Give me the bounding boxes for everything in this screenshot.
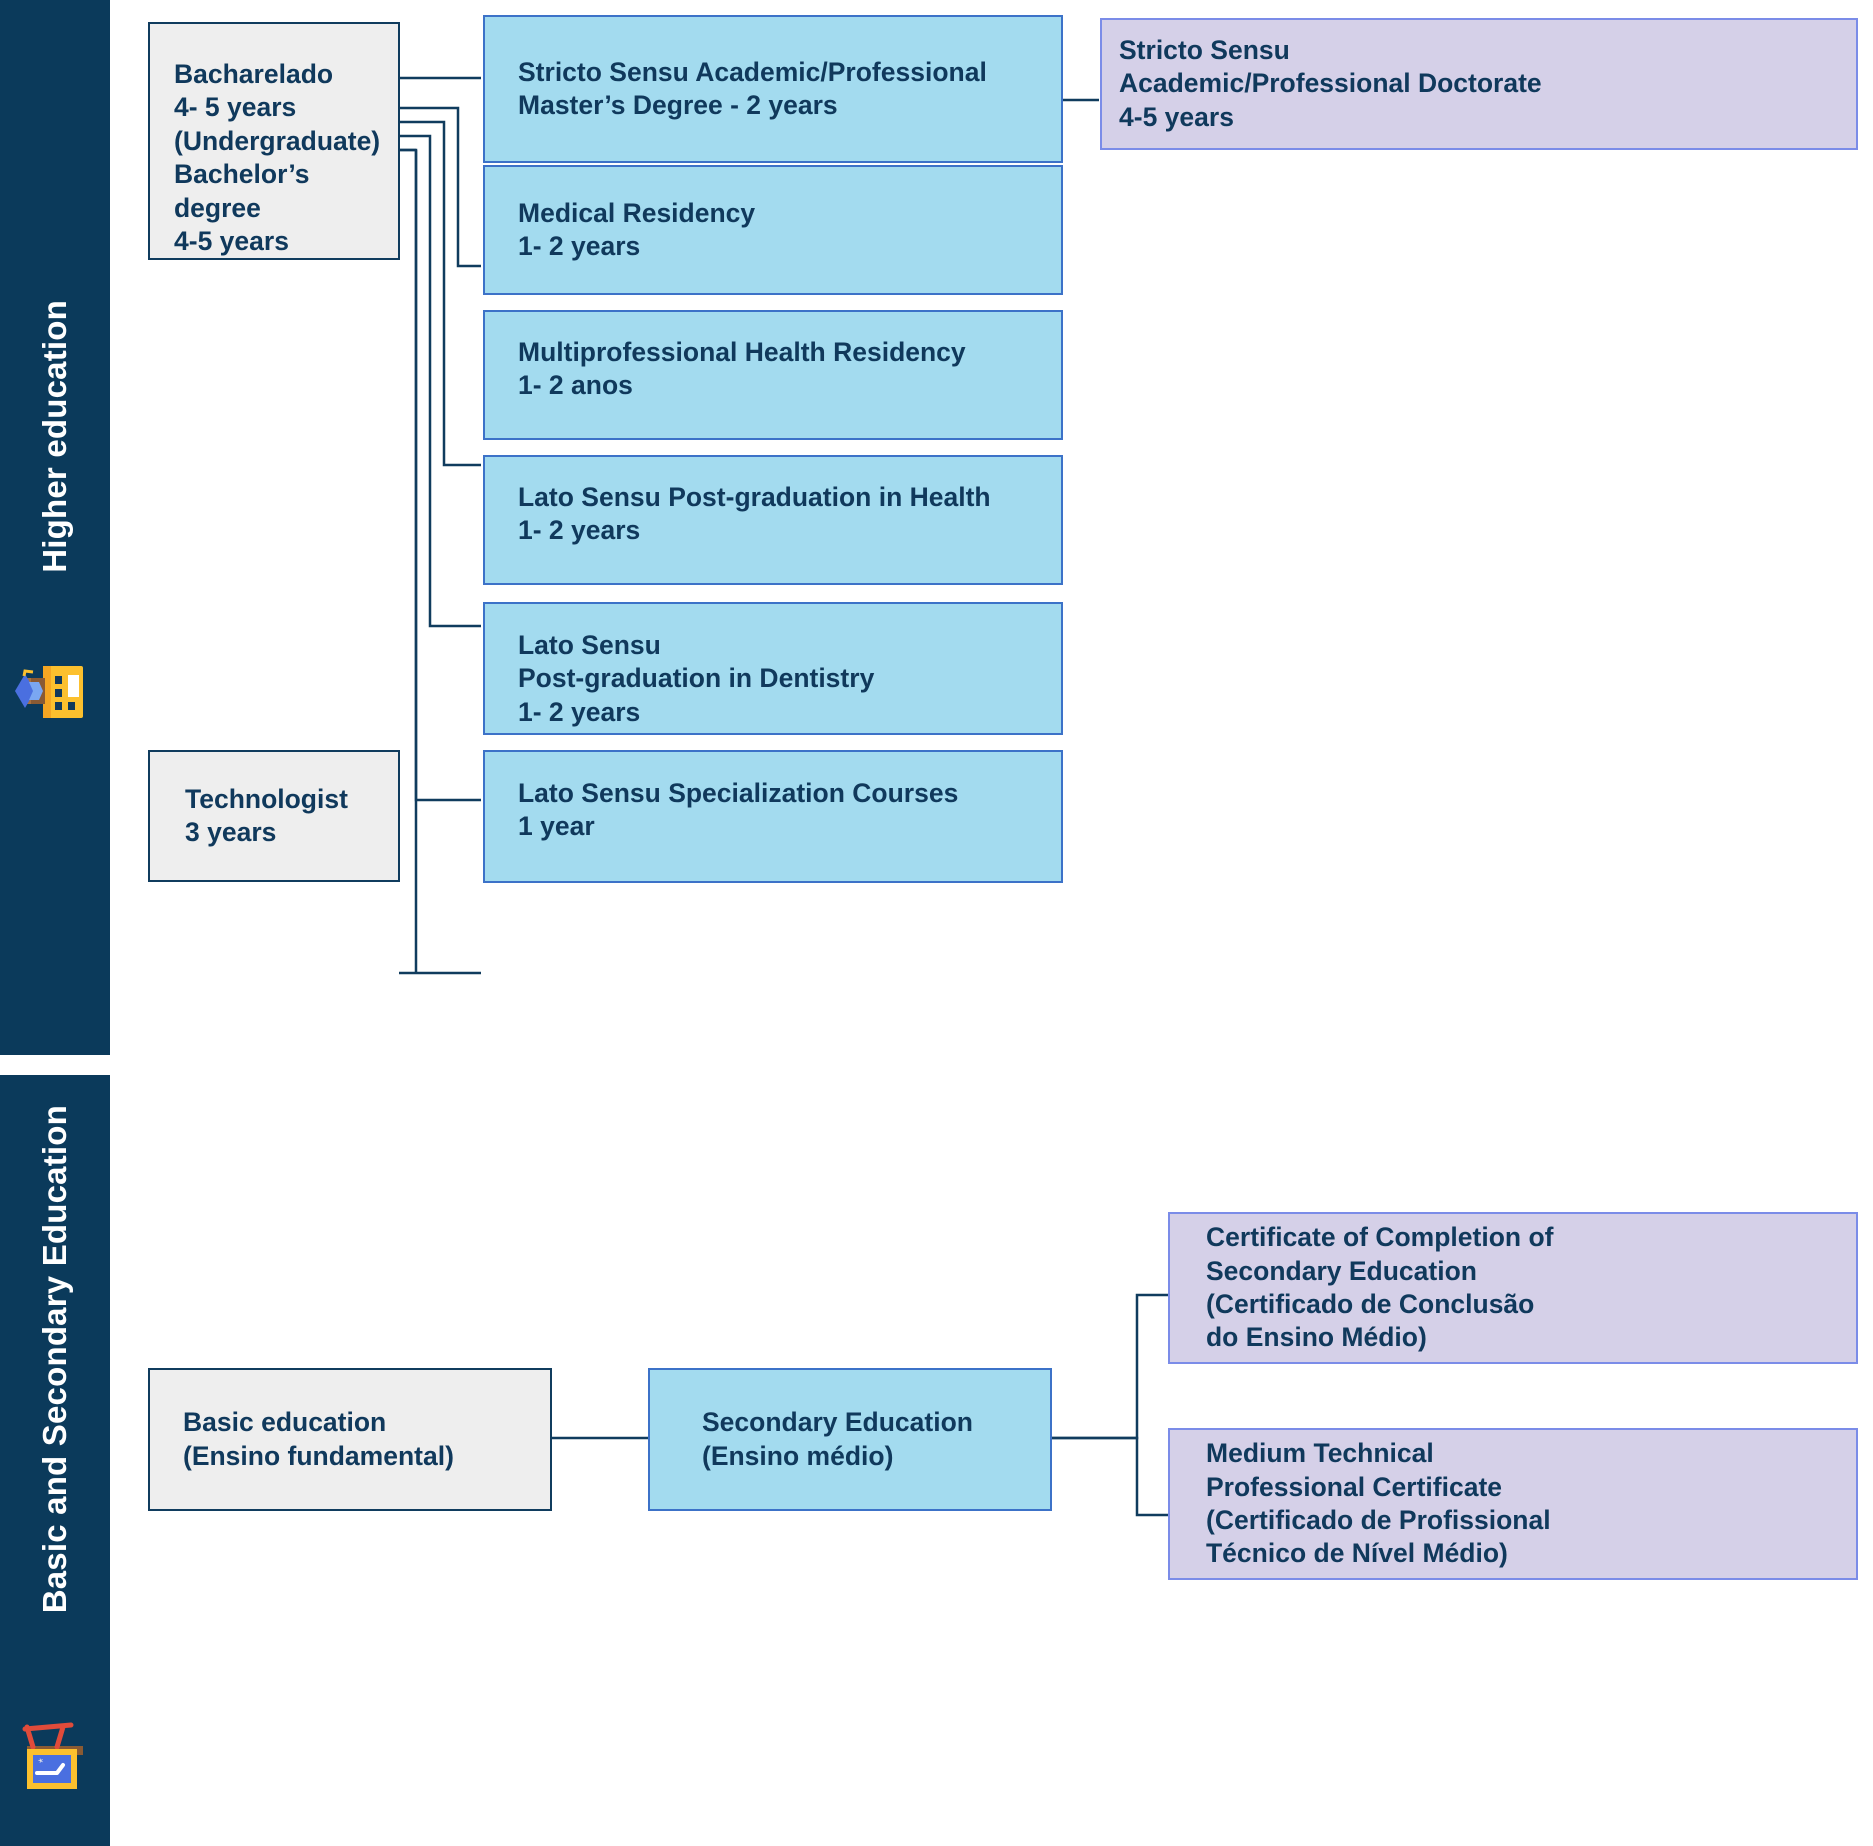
node-doctorate[interactable]: Stricto Sensu Academic/Professional Doct… [1100,18,1858,150]
node-basic-education[interactable]: Basic education (Ensino fundamental) [148,1368,552,1511]
svg-text:*: * [36,1758,50,1763]
node-medium-technical-certificate[interactable]: Medium Technical Professional Certificat… [1168,1428,1858,1580]
node-technologist-text: Technologist 3 years [185,783,348,847]
node-medical-residency-text: Medical Residency 1- 2 years [518,197,756,261]
node-lato-sensu-dentistry-text: Lato Sensu Post-graduation in Dentistry … [518,630,875,727]
sidebar-band-basic-secondary-education: Basic and Secondary Education * [0,1075,110,1846]
node-doctorate-text: Stricto Sensu Academic/Professional Doct… [1119,34,1542,132]
node-lato-sensu-specialization[interactable]: Lato Sensu Specialization Courses 1 year [483,750,1063,883]
node-lato-sensu-health-text: Lato Sensu Post-graduation in Health 1- … [518,482,991,546]
node-medium-technical-certificate-text: Medium Technical Professional Certificat… [1206,1438,1551,1569]
node-bacharelado-text: Bacharelado 4- 5 years (Undergraduate) B… [174,59,381,256]
node-multiprofessional-health-residency-text: Multiprofessional Health Residency 1- 2 … [518,337,966,401]
node-medical-residency[interactable]: Medical Residency 1- 2 years [483,165,1063,295]
node-masters[interactable]: Stricto Sensu Academic/Professional Mast… [483,15,1063,163]
node-multiprofessional-health-residency[interactable]: Multiprofessional Health Residency 1- 2 … [483,310,1063,440]
node-masters-text: Stricto Sensu Academic/Professional Mast… [518,56,987,120]
node-secondary-education-text: Secondary Education (Ensino médio) [702,1407,973,1471]
school-building-icon [13,650,97,734]
node-lato-sensu-specialization-text: Lato Sensu Specialization Courses 1 year [518,778,959,842]
sidebar-band-higher-education: Higher education [0,0,110,1055]
node-certificate-completion-secondary-text: Certificate of Completion of Secondary E… [1206,1222,1554,1353]
node-secondary-education[interactable]: Secondary Education (Ensino médio) [648,1368,1052,1511]
sidebar-label-basic-secondary-education: Basic and Secondary Education [36,1105,73,1614]
classroom-easel-icon: * [13,1715,97,1799]
node-lato-sensu-health[interactable]: Lato Sensu Post-graduation in Health 1- … [483,455,1063,585]
node-lato-sensu-dentistry[interactable]: Lato Sensu Post-graduation in Dentistry … [483,602,1063,735]
sidebar-label-higher-education: Higher education [36,300,73,573]
node-bacharelado[interactable]: Bacharelado 4- 5 years (Undergraduate) B… [148,22,400,260]
node-technologist[interactable]: Technologist 3 years [148,750,400,882]
node-certificate-completion-secondary[interactable]: Certificate of Completion of Secondary E… [1168,1212,1858,1364]
node-basic-education-text: Basic education (Ensino fundamental) [183,1407,454,1471]
